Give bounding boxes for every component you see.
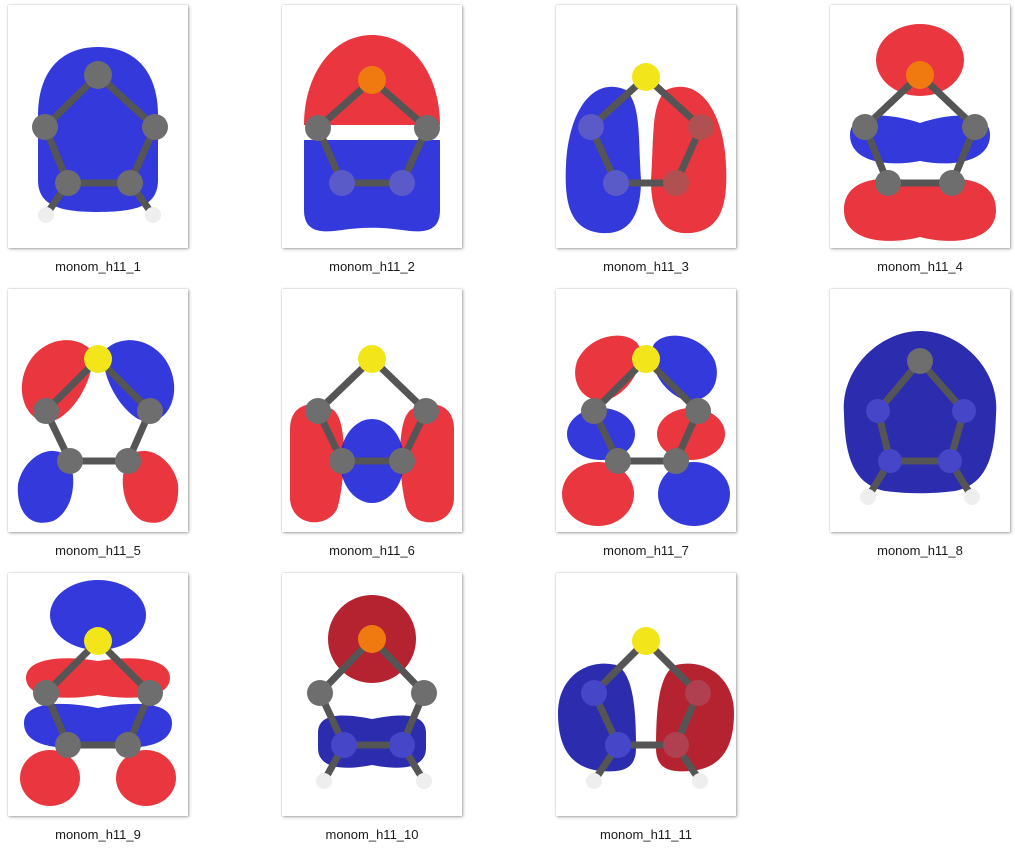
file-item[interactable]: monom_h11_6 bbox=[278, 287, 552, 571]
orbital-thumbnail[interactable] bbox=[8, 5, 188, 248]
orbital-thumbnail[interactable] bbox=[830, 289, 1010, 532]
file-name: monom_h11_2 bbox=[329, 259, 415, 274]
orbital-thumbnail[interactable] bbox=[556, 289, 736, 532]
file-item[interactable]: monom_h11_5 bbox=[4, 287, 278, 571]
file-name: monom_h11_5 bbox=[55, 543, 141, 558]
file-name: monom_h11_3 bbox=[603, 259, 689, 274]
file-item[interactable]: monom_h11_3 bbox=[552, 3, 826, 287]
file-item[interactable]: monom_h11_9 bbox=[4, 571, 278, 855]
file-name: monom_h11_7 bbox=[603, 543, 689, 558]
orbital-thumbnail[interactable] bbox=[8, 573, 188, 816]
file-item[interactable]: monom_h11_10 bbox=[278, 571, 552, 855]
orbital-thumbnail[interactable] bbox=[8, 289, 188, 532]
file-item[interactable]: monom_h11_8 bbox=[826, 287, 1015, 571]
orbital-thumbnail[interactable] bbox=[282, 289, 462, 532]
file-item[interactable]: monom_h11_4 bbox=[826, 3, 1015, 287]
file-name: monom_h11_4 bbox=[877, 259, 963, 274]
file-name: monom_h11_8 bbox=[877, 543, 963, 558]
orbital-thumbnail[interactable] bbox=[830, 5, 1010, 248]
file-name: monom_h11_11 bbox=[599, 827, 693, 842]
file-item[interactable]: monom_h11_1 bbox=[4, 3, 278, 287]
file-item[interactable]: monom_h11_11 bbox=[552, 571, 826, 855]
orbital-thumbnail[interactable] bbox=[282, 5, 462, 248]
file-item[interactable]: monom_h11_2 bbox=[278, 3, 552, 287]
file-name: monom_h11_10 bbox=[325, 827, 419, 842]
file-name: monom_h11_6 bbox=[329, 543, 415, 558]
file-item[interactable]: monom_h11_7 bbox=[552, 287, 826, 571]
file-name: monom_h11_9 bbox=[55, 827, 141, 842]
orbital-thumbnail[interactable] bbox=[556, 5, 736, 248]
orbital-thumbnail[interactable] bbox=[556, 573, 736, 816]
orbital-thumbnail[interactable] bbox=[282, 573, 462, 816]
file-name: monom_h11_1 bbox=[55, 259, 141, 274]
